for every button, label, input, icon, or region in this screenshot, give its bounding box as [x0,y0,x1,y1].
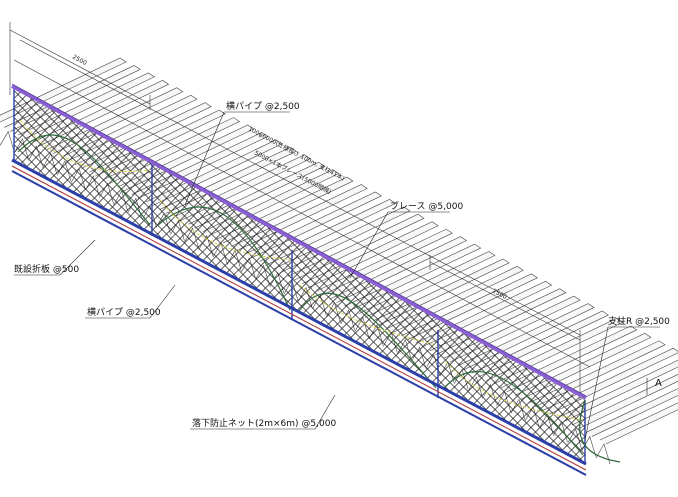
roof-rib-front [595,443,611,465]
roof-rib [571,374,678,430]
label-fall-prevention-net: 落下防止ネット(2m×6m) @5,000 [192,417,336,429]
leader-lines [14,111,660,441]
top-rail [11,83,587,400]
brace-wires [17,134,621,463]
bottom-rails [11,158,587,476]
label-yoko-pipe-top: 横パイプ @2,500 [226,100,300,112]
roof-rib [557,359,678,422]
roof-rib-front [0,130,15,152]
dimension-lines [9,22,591,400]
label-post-r: 支柱R @2,500 [608,315,670,327]
label-brace: ブレース @5,000 [390,200,463,212]
brace-lines [19,119,584,421]
section-marker-a: A [655,378,662,389]
roof-rib [599,402,678,445]
dim-2500-top: 2500 [71,54,88,67]
label-yoko-pipe-bottom: 横パイプ @2,500 [87,306,161,318]
roof-rib [585,388,678,437]
label-existing-folded-plate: 既設折板 @500 [14,263,79,275]
